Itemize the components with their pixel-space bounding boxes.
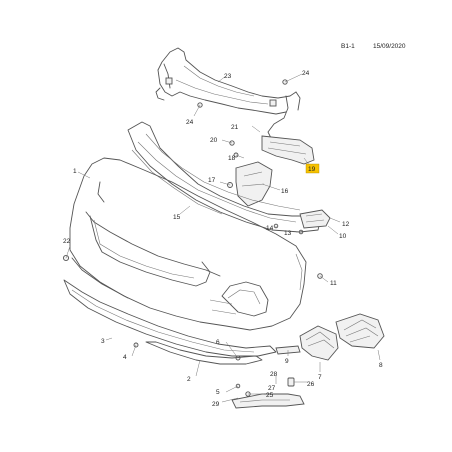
callout-7: 7	[318, 374, 322, 381]
callout-23: 23	[224, 73, 232, 80]
callout-17: 17	[208, 177, 216, 184]
callout-27: 27	[268, 385, 276, 392]
callout-15: 15	[173, 214, 181, 221]
callout-2: 2	[187, 376, 191, 383]
highlight-box-19	[305, 163, 320, 174]
clip-26	[287, 377, 295, 387]
center-bracket	[235, 161, 273, 207]
right-side-bracket	[261, 135, 315, 165]
callout-9: 9	[285, 358, 289, 365]
lower-corner-trim	[231, 393, 305, 409]
callout-25: 25	[266, 392, 274, 399]
lower-spoiler	[63, 279, 277, 357]
upper-support-bracket	[155, 47, 301, 153]
callout-24b: 24	[302, 70, 310, 77]
callout-8: 8	[379, 362, 383, 369]
callout-3: 3	[101, 338, 105, 345]
section-code: B1-1	[341, 43, 355, 50]
impact-absorber	[127, 121, 321, 233]
callout-29: 29	[212, 401, 220, 408]
tow-bracket-right	[299, 209, 331, 229]
callout-28: 28	[270, 371, 278, 378]
callout-19: 19	[308, 166, 316, 173]
callout-26: 26	[307, 381, 315, 388]
callout-11: 11	[330, 280, 337, 287]
callout-24a: 24	[186, 119, 194, 126]
diagram-date: 15/09/2020	[373, 43, 406, 50]
fog-lamp-trim	[299, 325, 339, 361]
callout-22: 22	[63, 238, 71, 245]
lower-trim-strip	[145, 341, 263, 365]
fog-lamp-bezel-right	[335, 313, 385, 349]
callout-10: 10	[339, 233, 347, 240]
callout-labels: 1 2 3 4 5 6 7 8 9 10 11 12 13 14 15 16 1…	[63, 70, 383, 408]
callout-5: 5	[216, 389, 220, 396]
bumper-fascia	[69, 157, 307, 331]
callout-21: 21	[231, 124, 239, 131]
callout-16: 16	[281, 188, 289, 195]
callout-6: 6	[216, 339, 220, 346]
callout-4: 4	[123, 354, 127, 361]
callout-18: 18	[228, 155, 236, 162]
callout-20: 20	[210, 137, 218, 144]
callout-13: 13	[284, 230, 292, 237]
callout-1: 1	[73, 168, 77, 175]
callout-14: 14	[266, 225, 274, 232]
callout-12: 12	[342, 221, 350, 228]
